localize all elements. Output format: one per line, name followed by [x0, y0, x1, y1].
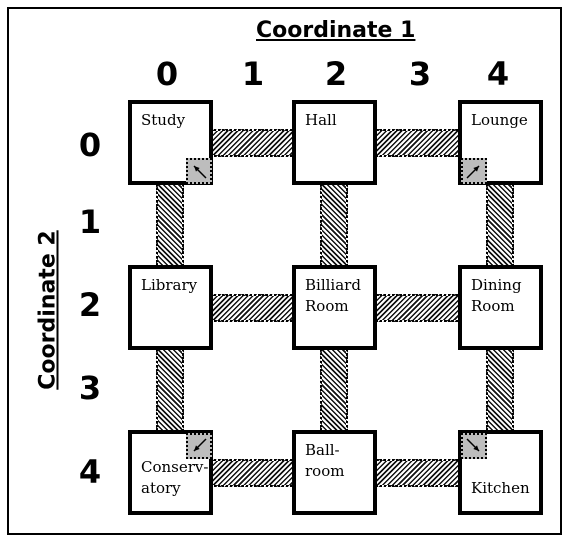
- room-label-hall: Hall: [305, 111, 337, 129]
- secret-passage-kitchen: [461, 433, 487, 459]
- y-axis-title: Coordinate 2: [35, 230, 61, 390]
- room-label-billiard: Billiard Room: [305, 276, 361, 315]
- y-tick-3: 3: [78, 369, 102, 407]
- passage-library-conservatory: [156, 346, 184, 434]
- passage-billiard-dining: [373, 294, 462, 322]
- room-label-lounge: Lounge: [471, 111, 528, 129]
- arrow-icon: [466, 165, 480, 179]
- secret-passage-study: [186, 158, 212, 184]
- passage-hall-lounge: [373, 129, 462, 157]
- x-tick-4: 4: [486, 55, 510, 93]
- x-tick-0: 0: [155, 55, 179, 93]
- room-label-kitchen: Kitchen: [471, 479, 530, 497]
- room-hall: Hall: [292, 100, 377, 185]
- x-tick-1: 1: [241, 55, 265, 93]
- secret-passage-conservatory: [186, 433, 212, 459]
- room-library: Library: [128, 265, 213, 350]
- arrowhead: [194, 445, 200, 451]
- room-ballroom: Ball- room: [292, 430, 377, 515]
- room-label-ballroom: Ball- room: [305, 441, 345, 480]
- passage-lounge-dining: [486, 181, 514, 269]
- passage-billiard-ballroom: [320, 346, 348, 434]
- passage-library-billiard: [209, 294, 296, 322]
- room-label-conservatory: Conserv- atory: [141, 458, 209, 497]
- arrow-icon: [193, 165, 207, 179]
- y-tick-0: 0: [78, 126, 102, 164]
- arrow-icon: [193, 438, 207, 452]
- secret-passage-lounge: [461, 158, 487, 184]
- arrowhead: [473, 166, 479, 172]
- room-conservatory: Conserv- atory: [128, 430, 213, 515]
- arrow-icon: [466, 438, 480, 452]
- room-label-study: Study: [141, 111, 186, 129]
- x-tick-2: 2: [324, 55, 348, 93]
- room-dining: Dining Room: [458, 265, 543, 350]
- y-tick-4: 4: [78, 453, 102, 491]
- x-tick-3: 3: [408, 55, 432, 93]
- x-axis-title: Coordinate 1: [256, 18, 416, 43]
- passage-study-library: [156, 181, 184, 269]
- room-label-library: Library: [141, 276, 198, 294]
- room-label-dining: Dining Room: [471, 276, 522, 315]
- passage-study-hall: [209, 129, 296, 157]
- passage-hall-billiard: [320, 181, 348, 269]
- passage-ballroom-kitchen: [373, 459, 462, 487]
- passage-dining-kitchen: [486, 346, 514, 434]
- arrowhead: [473, 445, 479, 451]
- arrowhead: [194, 166, 200, 172]
- diagram-frame: [7, 7, 562, 535]
- room-billiard: Billiard Room: [292, 265, 377, 350]
- passage-conservatory-ballroom: [209, 459, 296, 487]
- y-tick-1: 1: [78, 203, 102, 241]
- y-tick-2: 2: [78, 286, 102, 324]
